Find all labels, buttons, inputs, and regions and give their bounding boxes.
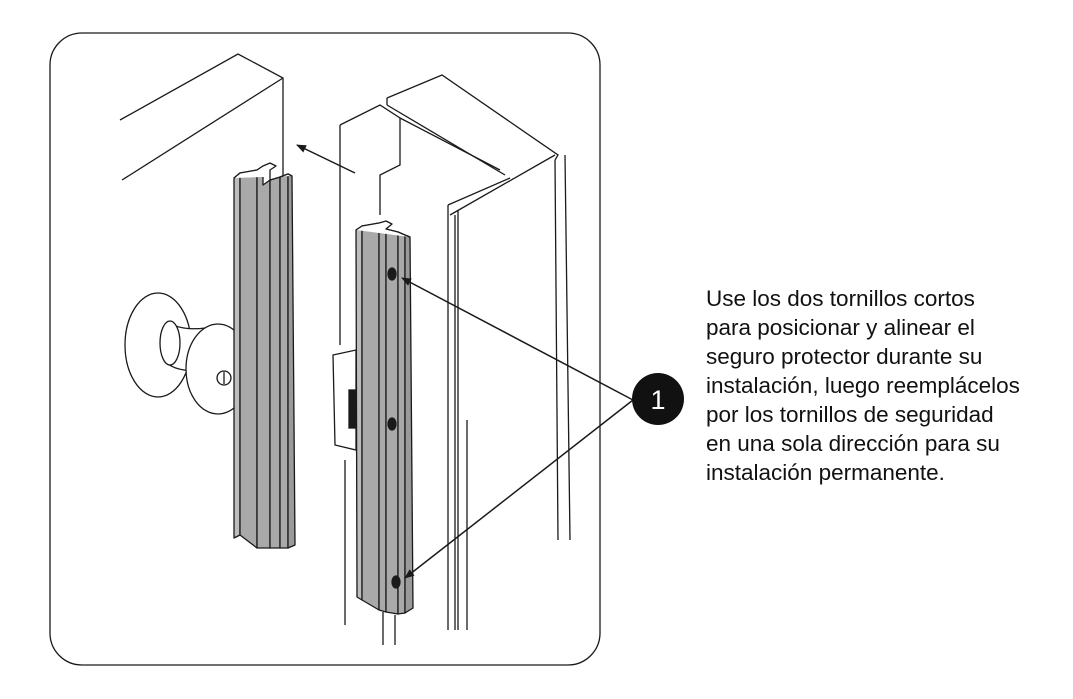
callout-line: Use los dos tornillos cortos	[706, 286, 975, 311]
callout-line: por los tornillos de seguridad	[706, 402, 994, 427]
door-frame	[339, 74, 571, 645]
strike-plate	[332, 349, 359, 451]
arrow-icon	[401, 277, 634, 401]
screw-head-icon	[391, 575, 401, 589]
door	[119, 53, 284, 260]
callout-line: para posicionar y alinear el	[706, 315, 975, 340]
numbered-circle-icon: 1	[632, 373, 684, 425]
illustration-frame	[49, 32, 601, 666]
screw-head-icon	[387, 267, 397, 281]
screw-head-icon	[387, 417, 397, 431]
arrow-icon	[404, 399, 634, 579]
callout-number: 1	[650, 385, 665, 415]
protector-plate-right	[355, 220, 414, 615]
callout-line: instalación, luego reemplácelos	[706, 373, 1020, 398]
protector-plate-left	[233, 162, 296, 549]
callout-line: instalación permanente.	[706, 460, 945, 485]
callout-line: en una sola dirección para su	[706, 431, 1000, 456]
door-knob-icon	[124, 292, 251, 415]
arrow-icon	[296, 144, 356, 174]
callout-text: Use los dos tornillos cortos para posici…	[706, 284, 1066, 487]
keyhole-icon	[216, 370, 232, 386]
callout-line: seguro protector durante su	[706, 344, 983, 369]
